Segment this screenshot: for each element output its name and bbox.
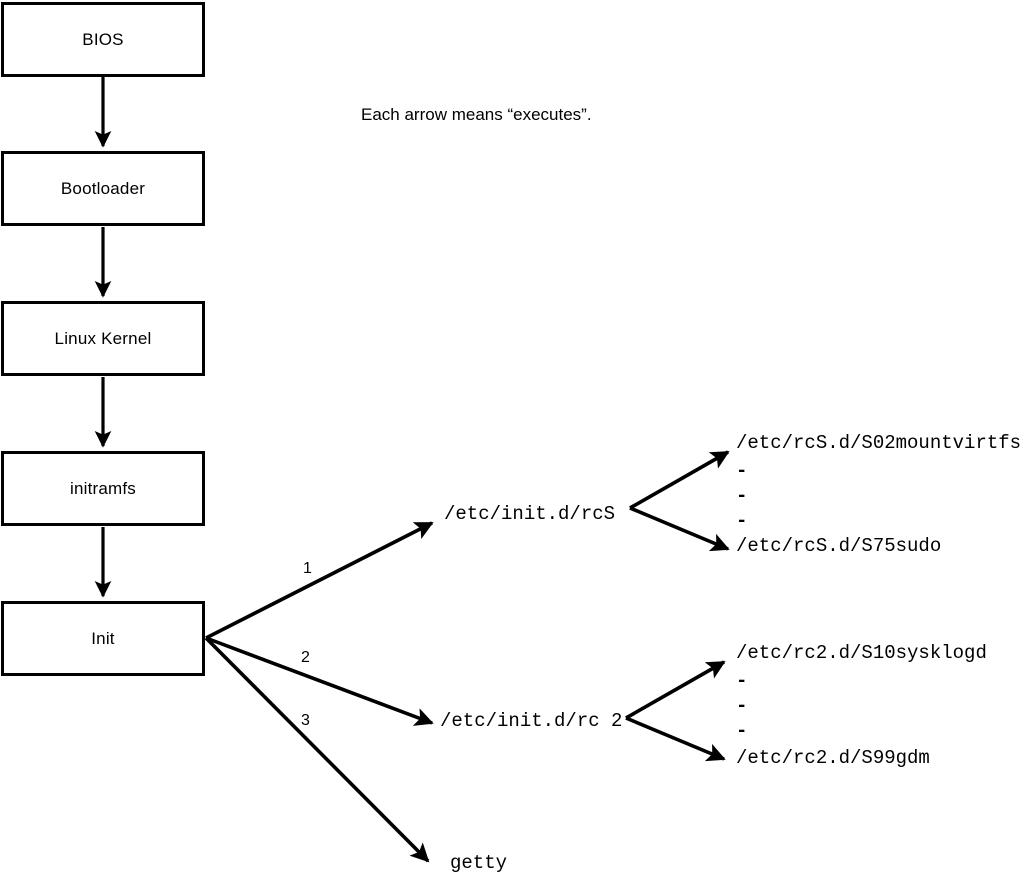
rc2-ellipsis-dash-3: -	[736, 720, 748, 742]
rc2-ellipsis-dash-1: -	[736, 670, 748, 692]
arrow-init-branch-1	[205, 521, 434, 640]
node-initramfs[interactable]: initramfs	[1, 451, 205, 526]
arrow-rc2-to-last	[625, 716, 726, 762]
label-etc-init-d-rcs[interactable]: /etc/init.d/rcS	[444, 503, 616, 525]
branch-number-1: 1	[303, 560, 312, 577]
caption: Each arrow means “executes”.	[361, 105, 592, 124]
arrow-rcs-to-first	[629, 450, 730, 510]
rcs-ellipsis-dash-2: -	[736, 485, 748, 507]
branch-number-3: 3	[301, 712, 310, 729]
node-bios[interactable]: BIOS	[1, 2, 205, 77]
label-rcs-d-last[interactable]: /etc/rcS.d/S75sudo	[736, 535, 942, 557]
label-rcs-d-first[interactable]: /etc/rcS.d/S02mountvirtfs	[736, 432, 1022, 454]
arrow-init-branch-3	[204, 636, 430, 863]
node-linux-kernel-label: Linux Kernel	[54, 328, 152, 348]
node-initramfs-label: initramfs	[69, 478, 137, 498]
node-bootloader-label: Bootloader	[60, 178, 146, 198]
label-rc2-d-first[interactable]: /etc/rc2.d/S10sysklogd	[736, 642, 987, 664]
node-init[interactable]: Init	[1, 601, 205, 676]
arrow-init-branch-2	[205, 636, 434, 726]
rcs-ellipsis-dash-3: -	[736, 510, 748, 532]
arrow-rc2-to-first	[625, 660, 726, 720]
label-rc2-d-last[interactable]: /etc/rc2.d/S99gdm	[736, 747, 930, 769]
node-init-label: Init	[91, 628, 115, 648]
node-bootloader[interactable]: Bootloader	[1, 151, 205, 226]
label-getty[interactable]: getty	[450, 852, 508, 874]
rc2-ellipsis-dash-2: -	[736, 695, 748, 717]
node-linux-kernel[interactable]: Linux Kernel	[1, 301, 205, 376]
arrow-rcs-to-last	[629, 506, 730, 552]
rcs-ellipsis-dash-1: -	[736, 460, 748, 482]
label-etc-init-d-rc-2[interactable]: /etc/init.d/rc 2	[440, 710, 623, 732]
branch-number-2: 2	[301, 649, 310, 666]
node-bios-label: BIOS	[82, 29, 124, 49]
